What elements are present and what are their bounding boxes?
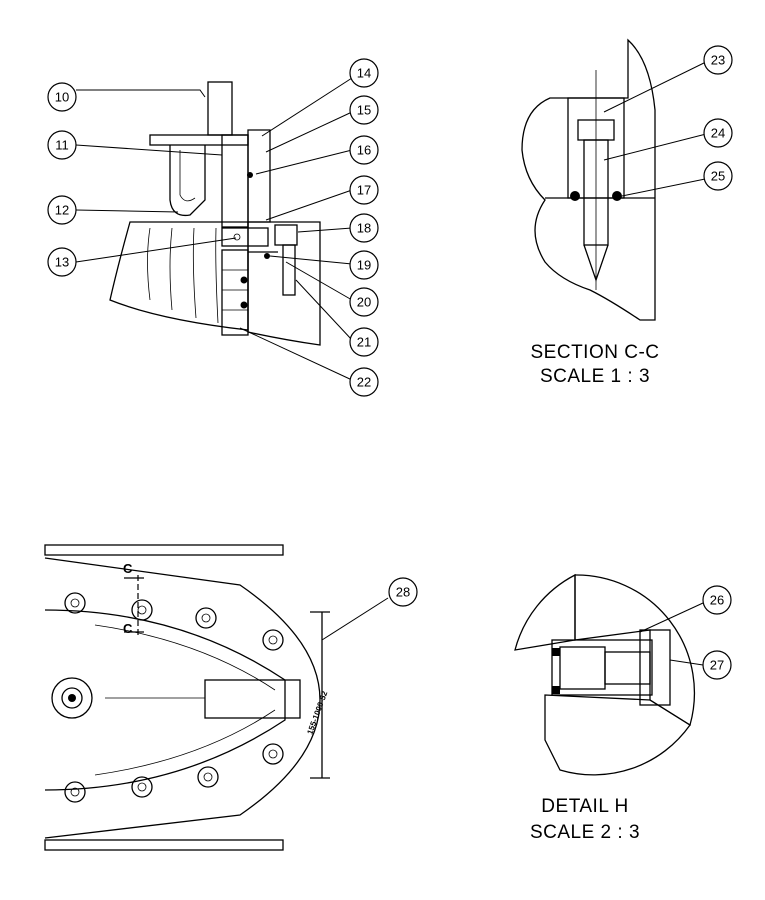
balloon-24-label: 24 <box>711 126 725 141</box>
balloon-16-label: 16 <box>357 143 371 158</box>
balloon-26-label: 26 <box>710 593 724 608</box>
balloon-11: 11 <box>47 130 77 160</box>
balloon-26: 26 <box>702 585 732 615</box>
plan-bolt-holes <box>64 592 284 803</box>
leaders-top-left <box>75 77 353 381</box>
balloon-18-label: 18 <box>357 221 371 236</box>
balloon-17-label: 17 <box>357 183 371 198</box>
balloon-27: 27 <box>702 650 732 680</box>
balloon-28-label: 28 <box>396 585 410 600</box>
balloon-25: 25 <box>703 161 733 191</box>
balloon-21-label: 21 <box>357 335 371 350</box>
bolt-hole <box>131 776 153 798</box>
balloon-23-label: 23 <box>711 53 725 68</box>
balloon-22: 22 <box>349 367 379 397</box>
balloon-15-label: 15 <box>357 103 371 118</box>
section-marker-top: C <box>123 561 133 576</box>
section-cc-view <box>521 38 711 321</box>
balloon-12-label: 12 <box>55 203 69 218</box>
balloon-19: 19 <box>349 250 379 280</box>
balloon-28: 28 <box>388 577 418 607</box>
balloon-24: 24 <box>703 118 733 148</box>
balloon-14-label: 14 <box>357 66 371 81</box>
balloon-15: 15 <box>349 95 379 125</box>
section-marker-bottom: C <box>123 621 133 636</box>
balloon-10: 10 <box>47 82 77 112</box>
plan-part-number: 155-1000-52 <box>305 689 329 735</box>
balloon-12: 12 <box>47 195 77 225</box>
section-cc-scale: SCALE 1 : 3 <box>540 366 650 387</box>
detail-h-scale: SCALE 2 : 3 <box>530 822 640 843</box>
balloon-11-label: 11 <box>55 138 69 153</box>
balloon-20-label: 20 <box>357 295 371 310</box>
section-cc-title: SECTION C-C <box>531 342 660 363</box>
balloon-27-label: 27 <box>710 658 724 673</box>
bolt-hole <box>262 743 284 765</box>
plan-view <box>44 544 389 851</box>
detail-h-title: DETAIL H <box>541 796 628 817</box>
balloon-25-label: 25 <box>711 169 725 184</box>
bolt-hole <box>262 629 284 651</box>
balloon-13: 13 <box>47 247 77 277</box>
balloon-20: 20 <box>349 287 379 317</box>
balloon-22-label: 22 <box>357 375 371 390</box>
balloon-13-label: 13 <box>55 255 69 270</box>
top-left-section-view <box>109 81 321 346</box>
balloon-21: 21 <box>349 327 379 357</box>
bolt-hole <box>64 781 86 803</box>
balloon-23: 23 <box>703 45 733 75</box>
balloon-10-label: 10 <box>55 90 69 105</box>
bolt-hole <box>197 766 219 788</box>
bolt-hole <box>131 599 153 621</box>
bolt-hole <box>195 607 217 629</box>
balloon-14: 14 <box>349 58 379 88</box>
balloon-17: 17 <box>349 175 379 205</box>
bolt-hole <box>64 592 86 614</box>
balloon-16: 16 <box>349 135 379 165</box>
balloon-18: 18 <box>349 213 379 243</box>
detail-h-view <box>514 573 704 776</box>
balloon-19-label: 19 <box>357 258 371 273</box>
